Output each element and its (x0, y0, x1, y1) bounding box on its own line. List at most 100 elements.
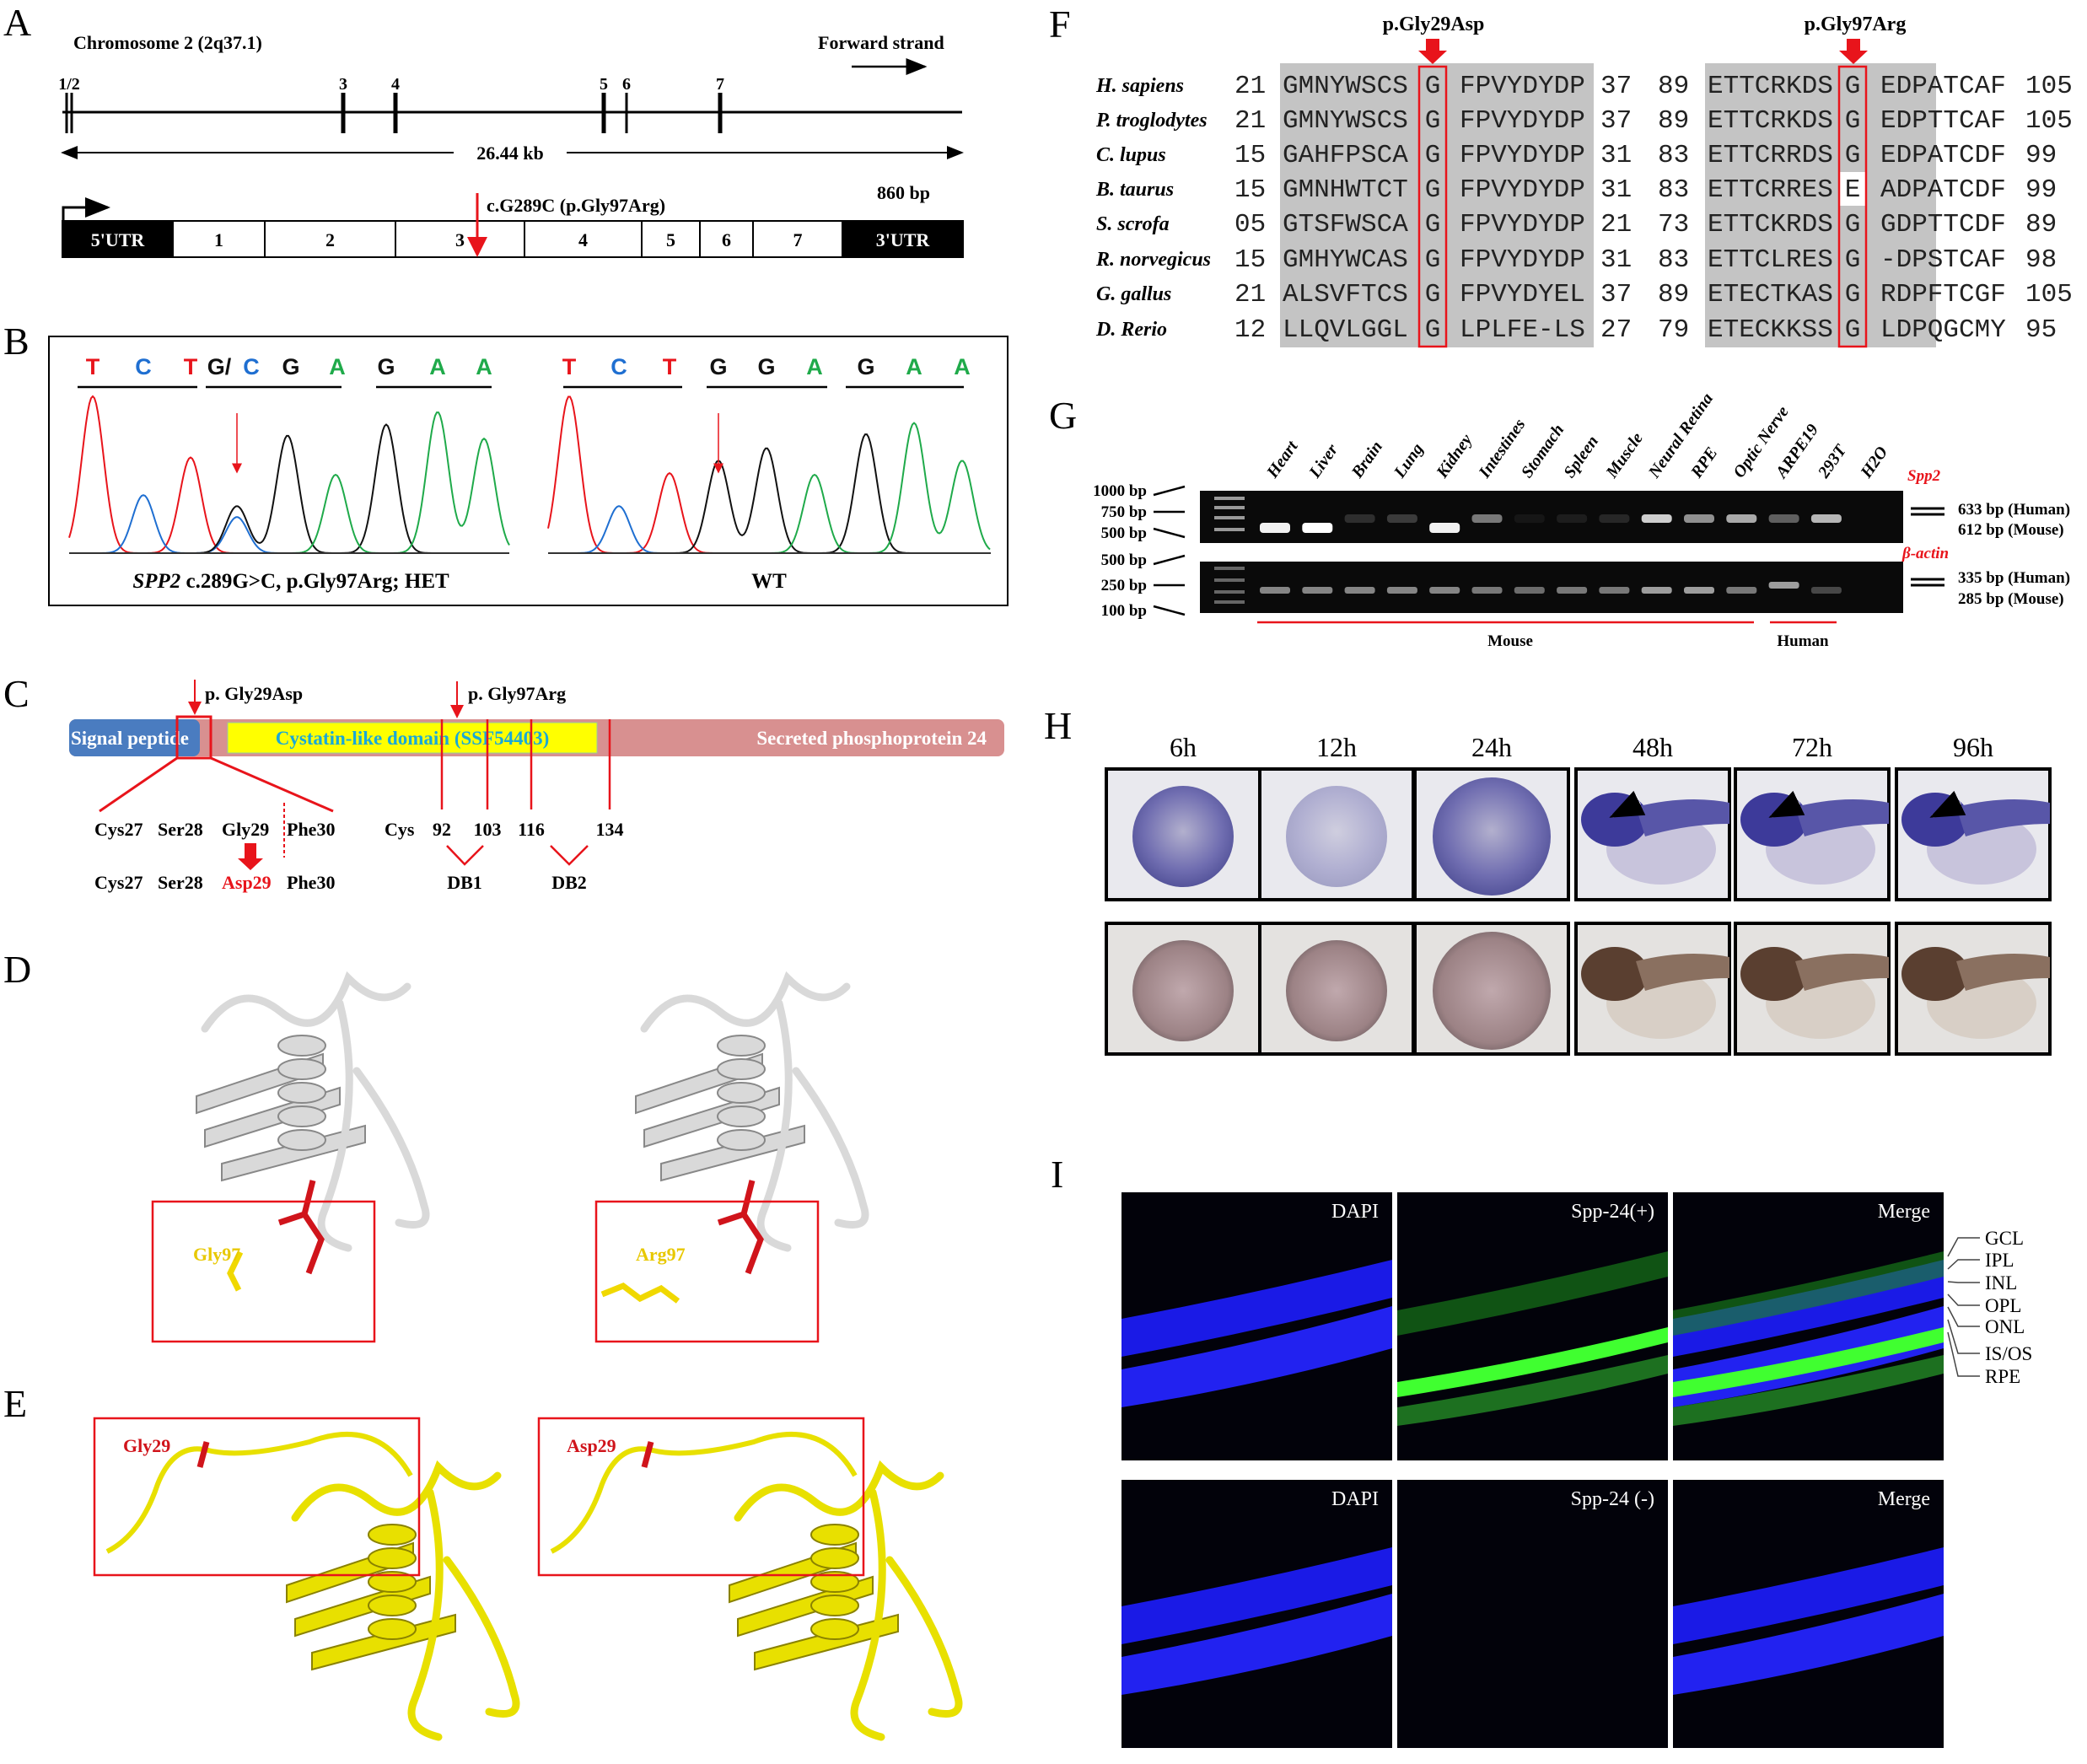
actin-band (1599, 587, 1630, 594)
ladder-band (1214, 528, 1245, 531)
panel-a-gene-structure: Chromosome 2 (2q37.1) Forward strand 1/2… (58, 32, 964, 258)
dapi-inl-band (1121, 1547, 1392, 1644)
segment-label: 5 (666, 229, 675, 250)
alignment-n2: 31 (1600, 141, 1632, 170)
alignment-n4: 105 (2025, 280, 2073, 309)
alignment-n1: 12 (1234, 315, 1266, 345)
alignment-d: -DPSTCAF (1880, 245, 2006, 275)
alignment-n3: 89 (1658, 106, 1689, 136)
alignment-g2: E (1845, 175, 1861, 205)
variant-residue-sticks (227, 1250, 244, 1292)
zoom-line-right (210, 756, 334, 813)
micrograph-panel (1397, 1480, 1668, 1748)
alignment-g1: G (1425, 141, 1441, 170)
exon-label: 3 (339, 75, 347, 94)
segment-box (62, 220, 174, 258)
ribbon-segment (792, 1067, 869, 1229)
spp24-rpe-band (1673, 1355, 1944, 1426)
base-call: T (663, 354, 677, 379)
timepoint-label: 12h (1316, 732, 1357, 762)
residue-wt: Ser28 (158, 819, 203, 840)
alignment-b: FPVYDYDP (1460, 141, 1585, 170)
exon-label: 7 (716, 75, 724, 94)
layer-pointer (1947, 1237, 1980, 1257)
wt-caption: WT (751, 570, 787, 593)
signal-peptide-bar (69, 719, 200, 756)
spp2-band (1810, 514, 1842, 523)
alignment-n2: 21 (1600, 210, 1632, 239)
ribbon-segment (734, 1460, 944, 1522)
lane-label: Liver (1305, 441, 1342, 482)
alignment-a: GMHYWCAS (1283, 245, 1408, 275)
helix-turn (717, 1058, 766, 1080)
variant-residue-unshaded (1838, 172, 1865, 206)
residue-highlight-box (537, 1417, 865, 1577)
tss-arrow-icon (62, 197, 110, 221)
segment-label: 7 (793, 229, 803, 250)
retina-layer-label: GCL (1985, 1228, 2024, 1249)
human-group-label: Human (1777, 632, 1829, 650)
residue-mutant: Asp29 (222, 872, 272, 893)
cys-label: Cys (385, 819, 415, 840)
alignment-b: FPVYDYDP (1460, 106, 1585, 136)
alignment-c: ETECKKSS (1708, 315, 1833, 345)
alignment-n1: 21 (1234, 106, 1266, 136)
expression-arrow-icon (1609, 790, 1646, 818)
trace-blue (548, 505, 990, 554)
ribbon-segment (352, 1067, 430, 1229)
embryo-trunk (1956, 954, 2050, 991)
alignment-d: LDPQGCMY (1880, 315, 2006, 345)
alignment-a: LLQVLGGL (1283, 315, 1408, 345)
exon-label: 6 (622, 75, 631, 94)
alignment-g1: G (1425, 280, 1441, 309)
retina-layer-label: INL (1985, 1272, 2017, 1293)
alignment-d: ADPATCDF (1880, 175, 2006, 205)
variant-residue-sticks (196, 1441, 210, 1468)
helix-turn (277, 1105, 326, 1127)
layer-pointer (1947, 1281, 1980, 1283)
residue-sticks (277, 1180, 325, 1275)
segment-box (524, 220, 643, 258)
alignment-a: GAHFPSCA (1283, 141, 1408, 170)
trace-green (69, 411, 510, 554)
lane-label: 293T (1814, 441, 1850, 482)
ladder-size-label: 750 bp (1101, 503, 1147, 521)
trace-green (548, 422, 991, 554)
alignment-n3: 89 (1658, 72, 1689, 101)
alignment-g2: G (1845, 106, 1861, 136)
spp24-band (1673, 1251, 1944, 1336)
alignment-n1: 15 (1234, 245, 1266, 275)
alignment-n4: 89 (2025, 210, 2057, 239)
dapi-onl-band (1121, 1306, 1392, 1407)
segment-box (395, 220, 525, 258)
cys-position: 116 (518, 819, 545, 840)
alignment-g1: G (1425, 315, 1441, 345)
lane-label: Heart (1263, 437, 1303, 482)
actin-band (1471, 587, 1503, 594)
segment-box (172, 220, 266, 258)
actin-band (1302, 587, 1333, 594)
ladder-tick (1153, 605, 1186, 616)
residue-label: Arg97 (636, 1244, 686, 1265)
spp2-band (1599, 514, 1630, 523)
chromosome-label: Chromosome 2 (2q37.1) (73, 32, 262, 53)
alignment-n2: 37 (1600, 72, 1632, 101)
alignment-g1: G (1425, 245, 1441, 275)
dapi-onl-band (1121, 1594, 1392, 1695)
residue: Ser28 (158, 872, 203, 893)
alignment-n3: 79 (1658, 315, 1689, 345)
spp2-band (1471, 514, 1503, 523)
base-call: G (709, 354, 727, 379)
alignment-g1: G (1425, 72, 1441, 101)
helix-turn (810, 1524, 859, 1546)
ribbon-segment (640, 971, 851, 1033)
base-call: A (806, 354, 823, 379)
